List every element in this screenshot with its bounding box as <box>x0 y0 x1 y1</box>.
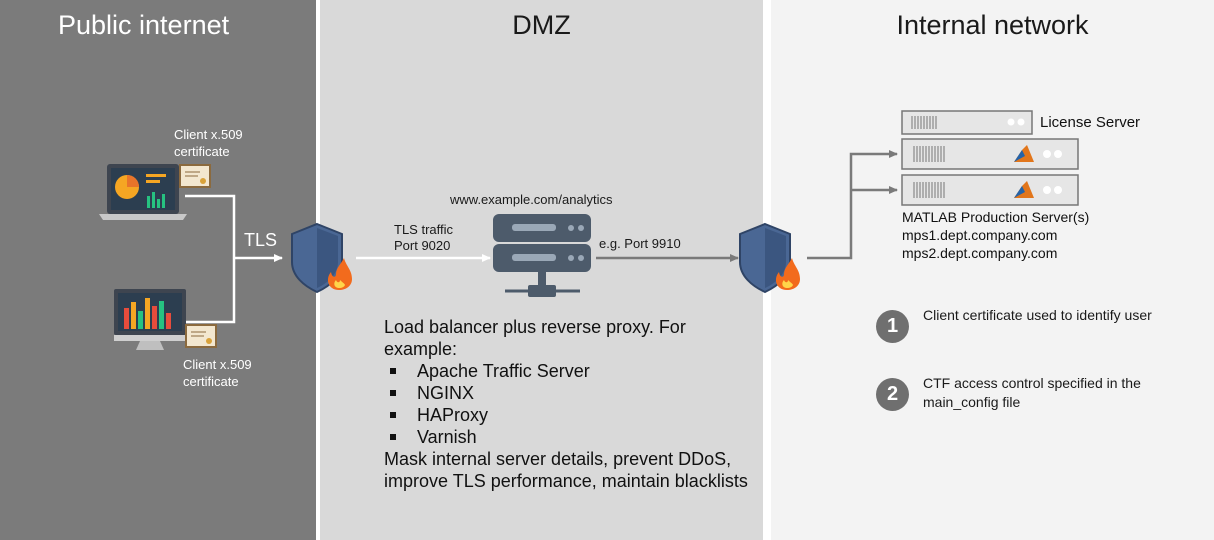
zone-internal-network: Internal network <box>771 0 1214 540</box>
license-server-icon <box>901 110 1033 135</box>
zone-title-internal: Internal network <box>896 10 1089 40</box>
proxy-item: NGINX <box>384 382 754 404</box>
proxy-list: Apache Traffic Server NGINX HAProxy Varn… <box>384 360 754 448</box>
mps-server-icon-2 <box>901 174 1079 206</box>
internal-branch-arrows <box>807 150 898 260</box>
certificate-icon-top <box>179 164 211 188</box>
zone-public-internet: Public internet <box>0 0 316 540</box>
tls-traffic-label: TLS traffic Port 9020 <box>394 222 454 253</box>
note-number-badge: 2 <box>876 378 909 411</box>
mps-host-1: mps1.dept.company.com <box>902 227 1058 243</box>
zone-title-public: Public internet <box>58 10 230 40</box>
note-1: 1 Client certificate used to identify us… <box>876 307 1163 343</box>
mps-title: MATLAB Production Server(s) <box>902 209 1090 225</box>
firewall-shield-icon <box>291 222 343 294</box>
note-number-badge: 1 <box>876 310 909 343</box>
matlab-logo-icon <box>1014 145 1034 162</box>
mps-server-icon-1 <box>901 138 1079 170</box>
fire-icon <box>327 258 352 290</box>
mps-host-2: mps2.dept.company.com <box>902 245 1058 261</box>
note-2: 2 CTF access control specified in the ma… <box>876 375 1163 412</box>
note-text: CTF access control specified in the main… <box>923 375 1141 410</box>
port-out-label: e.g. Port 9910 <box>599 236 681 251</box>
load-balancer-description: Load balancer plus reverse proxy. For ex… <box>384 316 754 492</box>
client-cert-label-bottom: Client x.509 certificate <box>183 357 252 389</box>
laptop-icon <box>99 164 187 220</box>
proxy-item: Apache Traffic Server <box>384 360 754 382</box>
matlab-logo-icon <box>1014 181 1034 198</box>
note-text: Client certificate used to identify user <box>923 307 1152 323</box>
proxy-item: HAProxy <box>384 404 754 426</box>
description-intro: Load balancer plus reverse proxy. For ex… <box>384 317 686 359</box>
fire-icon-internal <box>775 258 800 290</box>
load-balancer-url: www.example.com/analytics <box>450 192 613 207</box>
description-outro: Mask internal server details, prevent DD… <box>384 449 748 491</box>
client-connector-lines <box>185 194 283 324</box>
client-cert-label-top: Client x.509 certificate <box>174 127 243 159</box>
proxy-item: Varnish <box>384 426 754 448</box>
certificate-icon-bottom <box>185 324 217 348</box>
zone-title-dmz: DMZ <box>512 10 571 40</box>
load-balancer-server-icon <box>493 214 591 297</box>
tls-label: TLS <box>244 230 278 250</box>
license-server-label: License Server <box>1040 114 1141 131</box>
desktop-monitor-icon <box>114 289 186 350</box>
zone-dmz: DMZ <box>320 0 763 540</box>
